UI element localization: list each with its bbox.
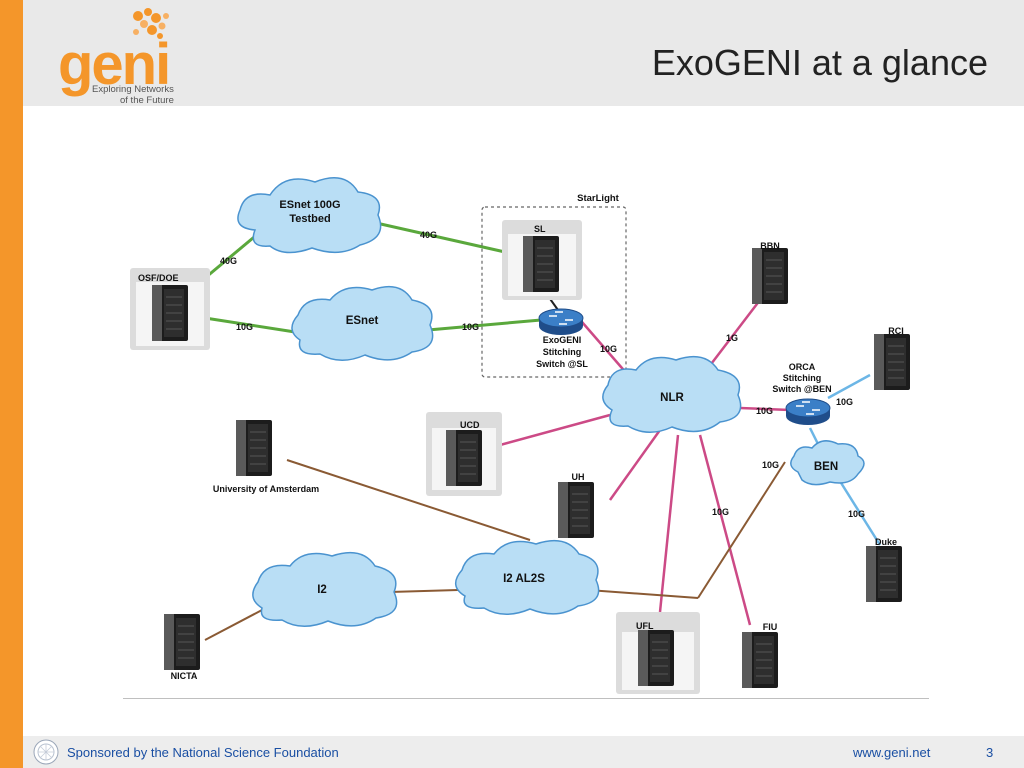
node-duke-label: Duke [875,537,897,547]
node-uva-label: University of Amsterdam [213,484,319,494]
cloud-i2-label: I2 [317,584,327,596]
link-i2al2s-east [587,589,699,599]
link-label-orca-uh: 10G [762,460,779,470]
link-label-osf-esnet: 10G [236,322,253,332]
link-nlr-orca [739,406,791,412]
slide-title: ExoGENI at a glance [651,42,988,83]
node-bbn-label: BBN [760,241,780,251]
node-rci-label: RCI [888,326,904,336]
network-diagram: StarLight ESnet 100G Testbed ESnet NLR B… [123,140,929,699]
left-accent-bar [0,0,23,768]
node-uh-server-icon [557,481,595,539]
link-label-osf-esnet100g: 40G [220,256,237,266]
logo-dots-icon [133,8,169,39]
cloud-esnet: ESnet [291,285,434,361]
logo-wordmark: geni [58,32,171,97]
link-osf-esnet [204,316,296,334]
footer-sponsor-text: Sponsored by the National Science Founda… [67,745,339,760]
footer-page-number: 3 [986,745,994,760]
link-i2-i2al2s [389,589,459,593]
cloud-esnet100g-label2: Testbed [289,213,330,225]
node-ufl-label: UFL [636,621,654,631]
link-label-nlr-bbn: 1G [726,333,738,343]
node-nicta-label: NICTA [171,671,198,681]
cloud-i2: I2 [252,551,398,627]
link-nlr-bbn [704,299,761,373]
footer-url-link[interactable]: www.geni.net [853,745,931,760]
server-icon [637,629,675,687]
node-duke-server-icon [865,545,903,603]
link-orca-rci [827,373,871,400]
orca-switch-router-icon [785,398,831,426]
link-orca-i2al2s [697,461,786,599]
header-band [23,0,1024,106]
exogeni-switch-label3: Switch @SL [536,359,588,369]
link-uva-i2al2s [286,459,531,541]
link-switch-nlr [581,321,629,376]
link-label-esnet-switch: 10G [462,322,479,332]
logo-tagline-line1: Exploring Networks [92,84,174,95]
link-nlr-fiu [698,434,752,626]
server-icon [445,429,483,487]
server-icon [522,235,560,293]
starlight-label: StarLight [577,193,620,204]
logo-tagline: Exploring Networks of the Future [92,84,192,106]
node-uh-label: UH [572,472,585,482]
cloud-nlr-label: NLR [660,392,684,404]
cloud-i2al2s-label: I2 AL2S [503,573,545,585]
node-bbn-server-icon [751,247,789,305]
link-ben-duke [836,477,882,546]
cloud-nlr: NLR [602,355,742,433]
network-diagram-svg: StarLight ESnet 100G Testbed ESnet NLR B… [130,177,911,694]
link-label-orca-rci: 10G [836,397,853,407]
orca-switch-label1: ORCA [789,362,816,372]
link-uh-nlr [608,429,662,501]
cloud-esnet-label: ESnet [346,315,379,327]
orca-switch-label2: Stitching [783,373,822,383]
link-label-esnet100g-sl: 40G [420,230,437,240]
node-fiu-server-icon [741,631,779,689]
cloud-i2al2s: I2 AL2S [455,539,600,615]
node-fiu-label: FIU [763,622,778,632]
link-ucd-nlr [499,413,611,447]
node-ufl: UFL [616,612,700,694]
link-label-nlr-fiu: 10G [712,507,729,517]
footer: Sponsored by the National Science Founda… [23,736,1024,768]
link-label-nlr-orca: 10G [756,406,773,416]
node-ucd-label: UCD [460,420,480,430]
nsf-seal-icon [33,739,59,765]
node-nicta-server-icon [163,613,201,671]
node-osf-doe-label: OSF/DOE [138,273,179,283]
logo-tagline-line2: of the Future [120,95,174,106]
link-label-ben-duke: 10G [848,509,865,519]
link-esnet-switch [427,318,542,332]
starlight-box [481,206,627,378]
node-ucd: UCD [426,412,502,496]
exogeni-switch-router-icon [538,308,584,336]
node-rci-server-icon [873,333,911,391]
server-icon [151,284,189,342]
cloud-ben: BEN [790,440,865,486]
node-sl-label: SL [534,224,546,234]
cloud-ben-label: BEN [814,461,838,473]
node-osf-doe: OSF/DOE [130,268,210,350]
exogeni-switch-label2: Stitching [543,347,582,357]
link-nicta-i2 [204,609,263,641]
node-sl: SL [502,220,582,300]
exogeni-switch-label1: ExoGENI [543,335,582,345]
geni-logo: geni Exploring Networks of the Future [40,6,190,106]
cloud-esnet100g: ESnet 100G Testbed [237,177,382,254]
node-uva-server-icon [235,419,273,477]
link-nlr-ufl [658,434,680,613]
link-esnet100g-sl [371,220,506,254]
cloud-esnet100g-label1: ESnet 100G [279,199,340,211]
link-label-switch-nlr: 10G [600,344,617,354]
orca-switch-label3: Switch @BEN [772,384,831,394]
